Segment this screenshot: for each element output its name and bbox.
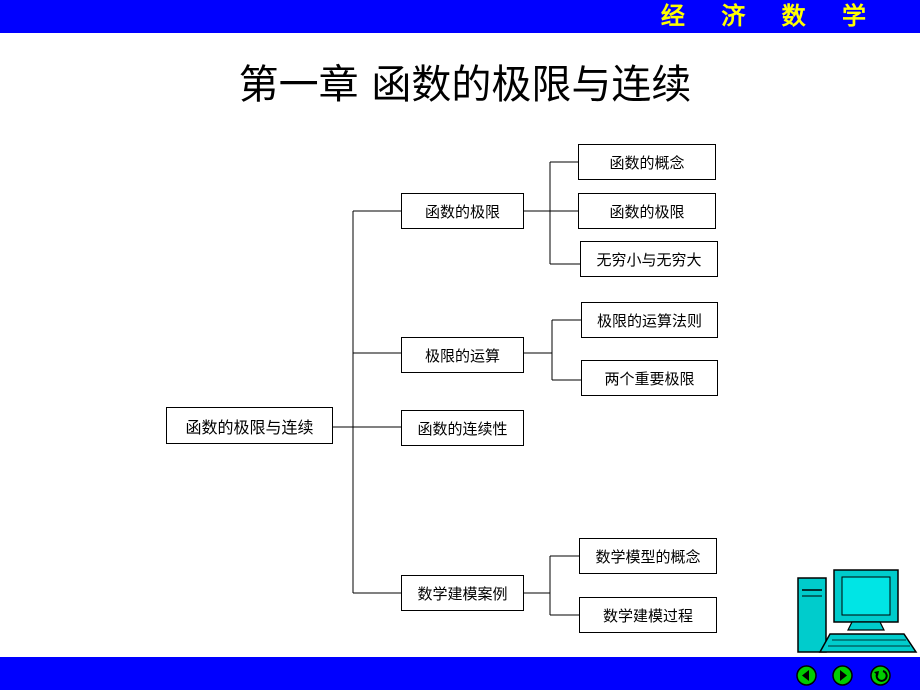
leaf-node-model-concept: 数学模型的概念	[579, 538, 717, 574]
computer-icon	[796, 568, 918, 660]
branch-node-limit-operations: 极限的运算	[401, 337, 524, 373]
next-icon[interactable]	[832, 665, 853, 686]
leaf-node-function-concept: 函数的概念	[578, 144, 716, 180]
leaf-node-modeling-process: 数学建模过程	[579, 597, 717, 633]
return-icon[interactable]	[870, 665, 891, 686]
leaf-node-function-limit: 函数的极限	[578, 193, 716, 229]
branch-node-function-limit: 函数的极限	[401, 193, 524, 229]
branch-node-continuity: 函数的连续性	[401, 410, 524, 446]
root-node: 函数的极限与连续	[166, 407, 333, 444]
leaf-node-important-limits: 两个重要极限	[581, 360, 718, 396]
leaf-node-infinitesimal: 无穷小与无穷大	[580, 241, 718, 277]
bottom-bar	[0, 657, 920, 690]
branch-node-modeling-cases: 数学建模案例	[401, 575, 524, 611]
prev-icon[interactable]	[796, 665, 817, 686]
leaf-node-limit-rules: 极限的运算法则	[581, 302, 718, 338]
